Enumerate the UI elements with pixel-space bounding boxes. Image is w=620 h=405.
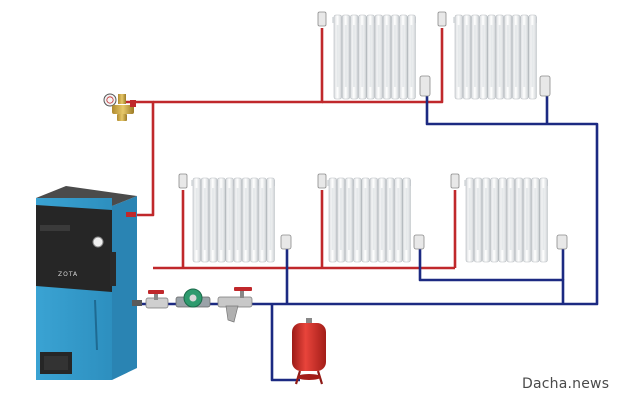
radiator-fin-groove — [515, 25, 518, 87]
radiator-fin-groove — [261, 188, 264, 250]
radiator-fin-groove — [228, 188, 231, 250]
radiator-lower-1 — [191, 177, 275, 263]
radiator-fin-groove — [474, 25, 477, 87]
radiator-fin-groove — [369, 25, 372, 87]
radiator-fin-groove — [394, 25, 397, 87]
inlet-valve-icon — [317, 173, 327, 189]
boiler-brand-label: ZOTA — [58, 271, 78, 278]
radiator-fin-groove — [410, 25, 413, 87]
radiator-fin-groove — [468, 188, 471, 250]
radiator-fin-groove — [397, 188, 400, 250]
radiator-fin-groove — [523, 25, 526, 87]
radiator-fin-groove — [498, 25, 501, 87]
radiator-fin-groove — [220, 188, 223, 250]
ball-valve-icon — [145, 290, 169, 309]
radiator-fin-groove — [344, 25, 347, 87]
inlet-valve-icon — [450, 173, 460, 189]
watermark-text: Dacha.news — [522, 376, 610, 392]
radiator-fin-groove — [534, 188, 537, 250]
expansion-tank-icon — [292, 318, 326, 385]
radiator-fin-groove — [405, 188, 408, 250]
strainer-filter-icon — [217, 287, 253, 323]
return-lower-2 — [418, 246, 565, 304]
radiator-fin-groove — [476, 188, 479, 250]
return-valve-icon — [539, 75, 551, 97]
radiator-fin-groove — [353, 25, 356, 87]
radiator-fin-groove — [490, 25, 493, 87]
radiator-upper-1 — [332, 14, 416, 100]
radiator-fin-groove — [253, 188, 256, 250]
radiator-fin-groove — [377, 25, 380, 87]
radiator-fin-groove — [195, 188, 198, 250]
radiator-fin-groove — [364, 188, 367, 250]
radiator-fin-groove — [493, 188, 496, 250]
inlet-valve-icon — [317, 11, 327, 27]
radiator-fin-groove — [339, 188, 342, 250]
radiator-fin-groove — [336, 25, 339, 87]
radiator-lower-2 — [327, 177, 411, 263]
radiator-valves — [178, 11, 568, 250]
radiator-fin-groove — [517, 188, 520, 250]
tank-line — [270, 304, 300, 382]
radiator-fin-groove — [482, 25, 485, 87]
return-pipes — [142, 96, 599, 382]
radiator-fin-groove — [485, 188, 488, 250]
radiator-fin-groove — [542, 188, 545, 250]
radiator-fin-groove — [506, 25, 509, 87]
radiator-fin-groove — [361, 25, 364, 87]
return-valve-icon — [556, 234, 568, 250]
radiator-fin-groove — [380, 188, 383, 250]
safety-group-icon — [103, 93, 136, 121]
solid-fuel-boiler: ZOTA — [36, 186, 142, 380]
radiator-fin-groove — [509, 188, 512, 250]
supply-upper-right — [322, 28, 444, 104]
radiator-fin-groove — [526, 188, 529, 250]
radiator-fin-groove — [372, 188, 375, 250]
radiator-upper-2 — [453, 14, 537, 100]
return-valve-icon — [419, 75, 431, 97]
supply-pipes — [125, 28, 457, 270]
inlet-valve-icon — [437, 11, 447, 27]
return-valve-icon — [280, 234, 292, 250]
circulation-pump-icon — [175, 288, 211, 308]
supply-upper-main — [153, 28, 324, 104]
radiator-fin-groove — [331, 188, 334, 250]
radiator-fin-groove — [531, 25, 534, 87]
radiator-fin-groove — [244, 188, 247, 250]
radiator-fin-groove — [457, 25, 460, 87]
radiator-fin-groove — [203, 188, 206, 250]
radiator-fin-groove — [389, 188, 392, 250]
radiator-fin-groove — [356, 188, 359, 250]
radiator-fin-groove — [269, 188, 272, 250]
return-valve-icon — [413, 234, 425, 250]
radiator-fin-groove — [402, 25, 405, 87]
radiator-fin-groove — [236, 188, 239, 250]
radiator-fin-groove — [465, 25, 468, 87]
radiator-fin-groove — [348, 188, 351, 250]
radiator-fin-groove — [385, 25, 388, 87]
radiator-fin-groove — [212, 188, 215, 250]
inlet-valve-icon — [178, 173, 188, 189]
thermometer-gauge-icon — [92, 236, 104, 248]
supply-riser — [125, 100, 155, 217]
radiator-fin-groove — [501, 188, 504, 250]
radiator-lower-3 — [464, 177, 548, 263]
return-upper-main — [142, 96, 599, 306]
